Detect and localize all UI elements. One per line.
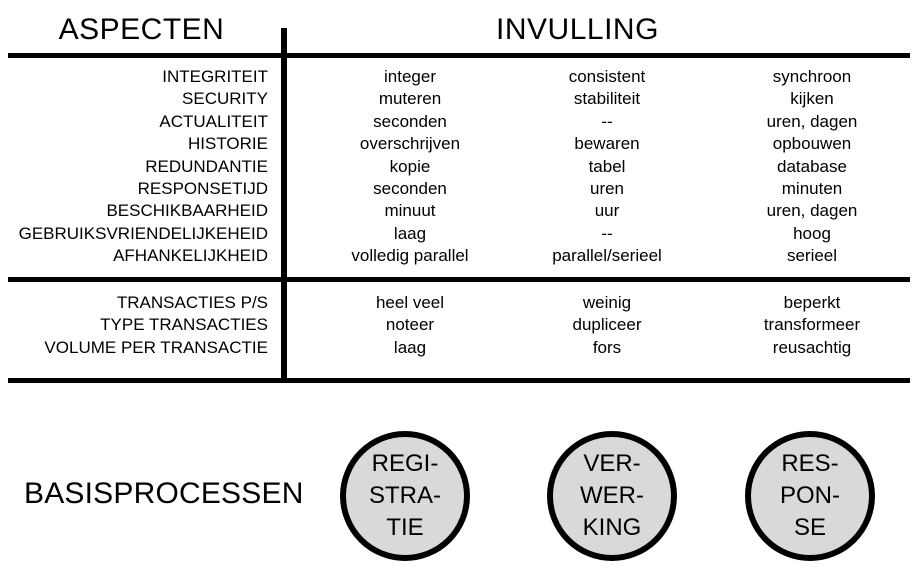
registratie-value: noteer xyxy=(385,315,435,335)
aspect-label: AFHANKELIJKHEID xyxy=(113,246,268,266)
circle-text-line: VER- xyxy=(583,450,641,477)
registratie-value: volledig parallel xyxy=(351,246,469,266)
transaction-response-column: beperkt transformeer reusachtig xyxy=(712,292,912,359)
registratie-value: muteren xyxy=(378,89,442,109)
registratie-value: overschrijven xyxy=(359,134,461,154)
circle-text-line: REGI- xyxy=(371,450,439,477)
column-divider-line xyxy=(281,28,287,383)
verwerking-value: fors xyxy=(592,337,622,357)
circle-text-line: STRA- xyxy=(369,482,441,509)
response-value: database xyxy=(777,156,847,176)
bottom-divider-line xyxy=(8,378,910,383)
response-value: serieel xyxy=(786,246,838,266)
verwerking-value: -- xyxy=(601,111,613,131)
response-value: opbouwen xyxy=(772,134,852,154)
registratie-value-column: integer muteren seconden overschrijven k… xyxy=(290,66,530,268)
registratie-value: laag xyxy=(393,337,427,357)
circle-text-line: PON- xyxy=(780,482,840,509)
response-value: uren, dagen xyxy=(766,201,858,221)
verwerking-value: parallel/serieel xyxy=(552,246,662,266)
circle-text-line: WER- xyxy=(580,482,644,509)
verwerking-value: stabiliteit xyxy=(573,89,641,109)
response-value: minuten xyxy=(781,178,843,198)
response-value: kijken xyxy=(790,89,834,109)
aspect-label: REDUNDANTIE xyxy=(145,156,268,176)
transaction-registratie-column: heel veel noteer laag xyxy=(290,292,530,359)
aspecten-header: ASPECTEN xyxy=(58,13,225,46)
registratie-value: heel veel xyxy=(375,293,445,312)
registratie-value: integer xyxy=(384,67,436,86)
registratie-value: seconden xyxy=(373,178,447,198)
verwerking-value: -- xyxy=(601,223,613,243)
response-value-column: synchroon kijken uren, dagen opbouwen da… xyxy=(712,66,912,268)
verwerking-value: dupliceer xyxy=(572,315,642,335)
response-value: uren, dagen xyxy=(766,111,858,131)
registratie-value: laag xyxy=(393,223,427,243)
aspect-label: INTEGRITEIT xyxy=(162,67,268,86)
verwerking-value: uur xyxy=(594,201,620,221)
response-value: hoog xyxy=(793,223,831,243)
transaction-verwerking-column: weinig dupliceer fors xyxy=(517,292,697,359)
response-value: synchroon xyxy=(772,67,852,86)
verwerking-value: bewaren xyxy=(574,134,640,154)
aspect-label: ACTUALITEIT xyxy=(159,111,268,131)
response-value: transformeer xyxy=(763,315,861,335)
verwerking-value: consistent xyxy=(568,67,646,86)
basisprocessen-label: BASISPROCESSEN xyxy=(24,477,304,510)
transaction-label-column: TRANSACTIES P/S TYPE TRANSACTIES VOLUME … xyxy=(0,292,268,359)
aspect-label: GEBRUIKSVRIENDELIJKEHEID xyxy=(18,223,268,243)
registratie-value: kopie xyxy=(389,156,431,176)
response-value: reusachtig xyxy=(772,337,852,357)
process-circle-verwerking: VER- WER- KING xyxy=(547,431,677,561)
aspect-label: RESPONSETIJD xyxy=(137,178,268,198)
circle-text-line: TIE xyxy=(386,514,424,541)
process-circle-registratie: REGI- STRA- TIE xyxy=(340,431,470,561)
header-divider-line xyxy=(8,53,910,58)
aspect-label: VOLUME PER TRANSACTIE xyxy=(44,337,268,357)
process-circle-response: RES- PON- SE xyxy=(745,431,875,561)
verwerking-value: tabel xyxy=(588,156,626,176)
aspect-label: SECURITY xyxy=(182,89,268,109)
aspect-label-column: INTEGRITEIT SECURITY ACTUALITEIT HISTORI… xyxy=(0,66,268,268)
invulling-header: INVULLING xyxy=(496,13,659,46)
verwerking-value-column: consistent stabiliteit -- bewaren tabel … xyxy=(517,66,697,268)
aspect-label: TRANSACTIES P/S xyxy=(116,293,268,312)
verwerking-value: weinig xyxy=(582,293,632,312)
circle-text-line: SE xyxy=(793,514,826,541)
registratie-value: seconden xyxy=(373,111,447,131)
aspect-label: HISTORIE xyxy=(188,134,268,154)
circle-text-line: KING xyxy=(582,514,642,541)
aspect-label: TYPE TRANSACTIES xyxy=(100,315,268,335)
block-divider-line xyxy=(8,277,910,282)
registratie-value: minuut xyxy=(384,201,436,221)
circle-text-line: RES- xyxy=(781,450,839,477)
aspect-label: BESCHIKBAARHEID xyxy=(106,201,268,221)
response-value: beperkt xyxy=(783,293,841,312)
verwerking-value: uren xyxy=(589,178,625,198)
